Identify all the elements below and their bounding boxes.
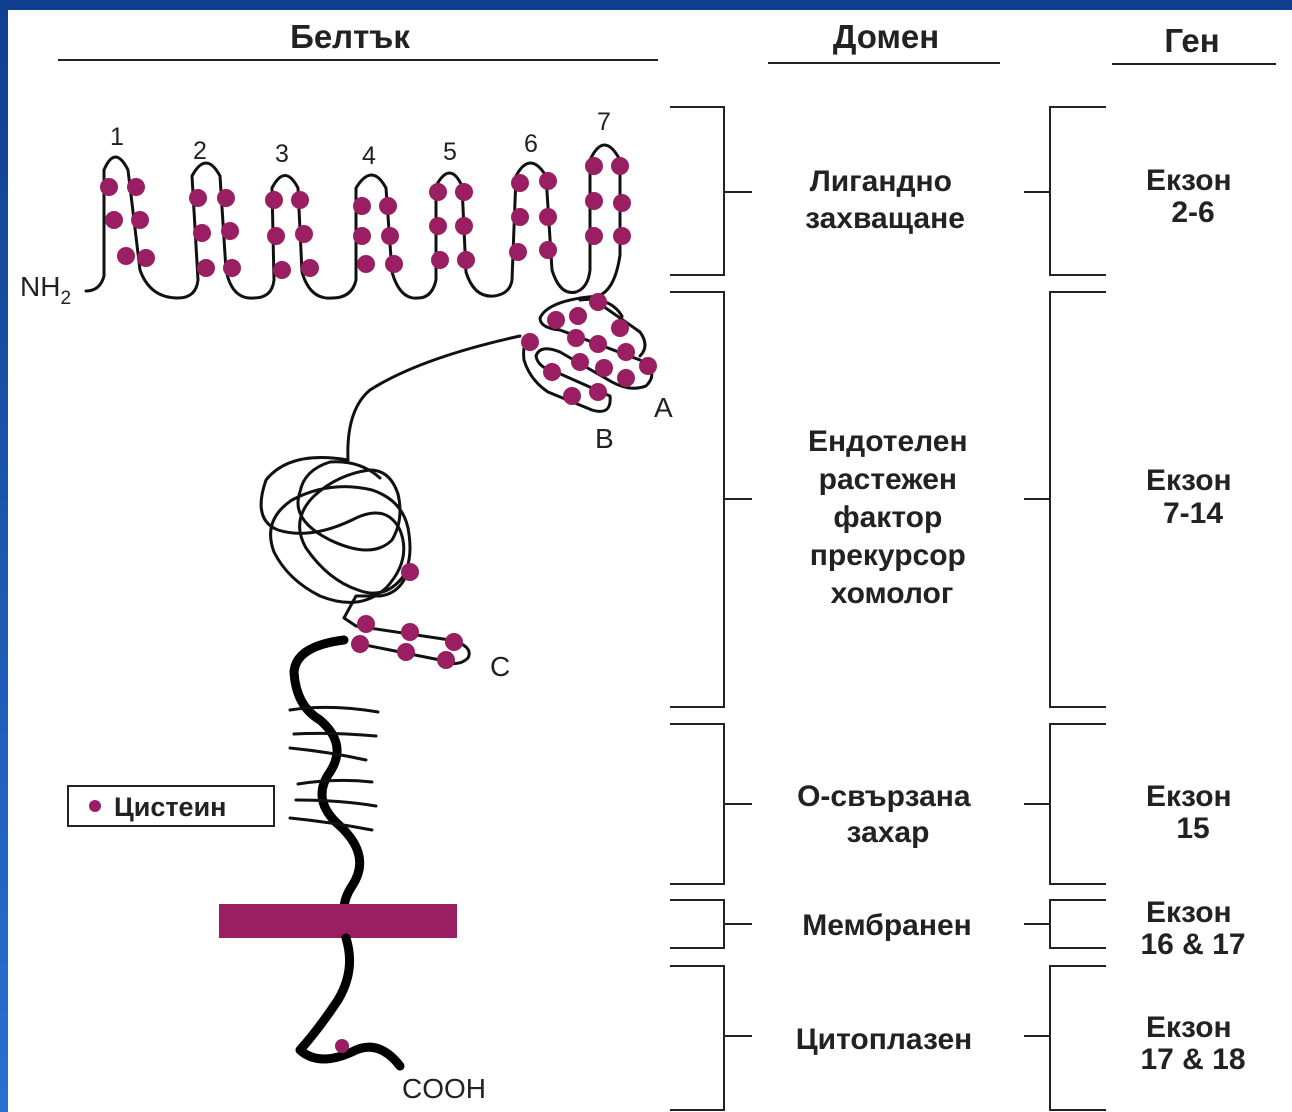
n-terminus-label: NH2 [20,271,71,309]
gene-exon-2-6: Екзон 2-6 [1146,164,1240,229]
cytoplasmic-tail [300,938,400,1066]
tangle-cysteine [401,563,419,581]
repeat-number-1: 1 [110,123,124,151]
repeat-number-5: 5 [443,138,457,166]
domain-labels: Лигандно захващане Ендотелен растежен фа… [796,165,979,1056]
cytoplasmic-cysteine [335,1039,349,1053]
gene-exon-17-18: Екзон 17 & 18 [1140,1011,1245,1076]
gene-exon-7-14: Екзон 7-14 [1146,464,1240,530]
gene-exon-16-17: Екзон 16 & 17 [1140,896,1245,961]
repeat-number-2: 2 [193,137,207,165]
c-terminus-label: COOH [402,1073,486,1104]
domain-cytoplasmic: Цитоплазен [796,1023,973,1056]
ligand-binding-chain [86,145,620,298]
egf-label-a: A [654,392,673,423]
repeat-number-6: 6 [524,130,538,158]
domain-o-linked-sugar: О-свързана захар [797,780,979,849]
header-domain: Домен [833,18,939,55]
header-gene: Ген [1164,22,1219,59]
repeat-number-7: 7 [597,108,611,136]
egf-label-b: B [595,423,614,454]
gene-labels: Екзон 2-6 Екзон 7-14 Екзон 15 Екзон 16 &… [1140,164,1245,1076]
header-protein: Белтък [290,18,410,55]
linker-chain [348,336,520,460]
repeat-number-4: 4 [362,142,376,170]
legend-label: Цистеин [114,792,226,822]
gene-exon-15: Екзон 15 [1146,780,1240,845]
membrane-bar [219,904,457,938]
domain-membrane: Мембранен [802,909,972,942]
repeat-number-3: 3 [275,140,289,168]
legend-cysteine-dot [89,800,101,812]
repeat-numbers: 1 2 3 4 5 6 7 [110,108,611,170]
domain-ligand-binding: Лигандно захващане [805,165,965,235]
egf-c-cysteines [351,615,463,669]
domain-brackets [670,107,752,1110]
domain-egf-precursor-homolog: Ендотелен растежен фактор прекурсор хомо… [808,425,976,610]
gene-brackets [1024,107,1106,1110]
beta-propeller-tangle [261,458,410,603]
egf-label-c: C [490,651,510,682]
